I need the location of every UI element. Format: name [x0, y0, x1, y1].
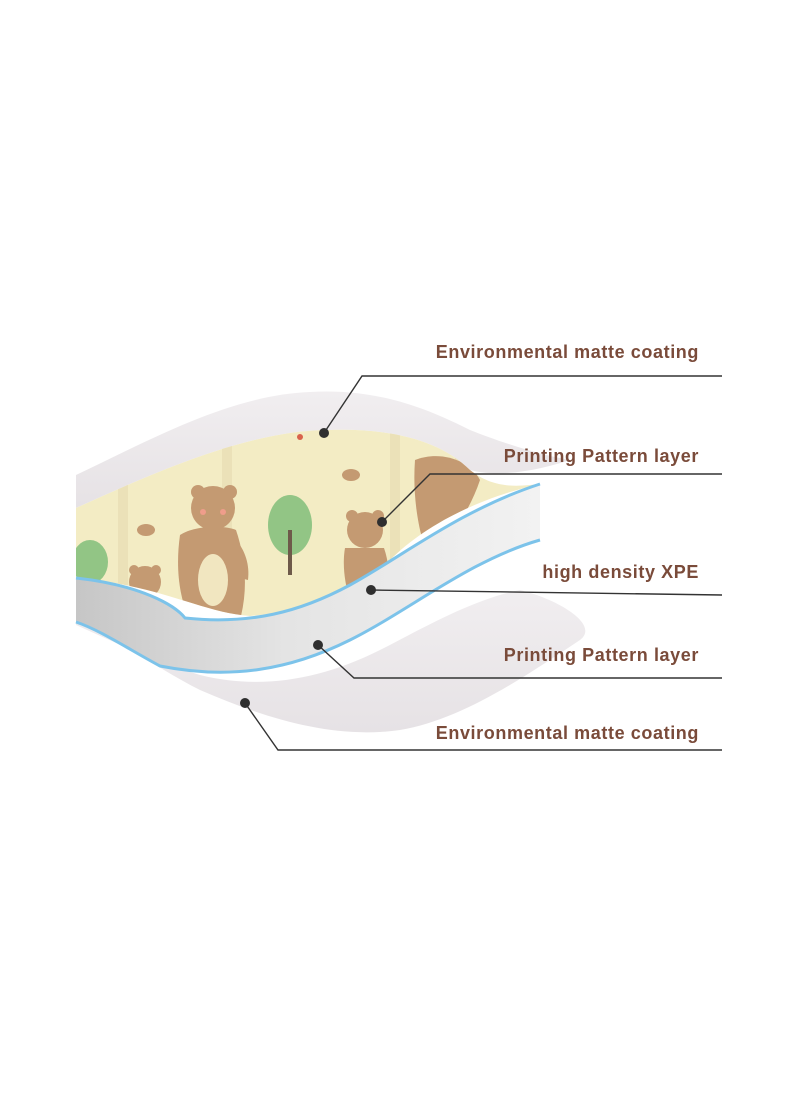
leader-line-5: [244, 702, 722, 751]
leader-dot-1: [319, 428, 329, 438]
leader-line-2: [381, 473, 722, 523]
xpe-foam-core: [76, 484, 540, 673]
bottom-blue-edge: [75, 538, 541, 674]
bird-illustration: [137, 434, 360, 536]
top-matte-coating: [76, 391, 570, 508]
leader-line-4: [317, 644, 722, 679]
leader-dot-2: [377, 517, 387, 527]
label-xpe-core: high density XPE: [542, 562, 699, 582]
top-blue-edge: [75, 482, 541, 622]
label-top-matte-coating: Environmental matte coating: [435, 342, 699, 362]
leader-dots: [240, 428, 387, 708]
leader-line-3: [370, 589, 723, 596]
label-top-pattern-layer: Printing Pattern layer: [503, 446, 699, 466]
leader-line-1: [323, 375, 722, 434]
leader-dot-5: [240, 698, 250, 708]
bottom-matte-coating: [76, 590, 586, 733]
leader-dot-4: [313, 640, 323, 650]
big-bear-illustration: [178, 485, 249, 616]
leader-lines: [244, 375, 723, 751]
leader-dot-3: [366, 585, 376, 595]
tree-illustration: [76, 495, 312, 584]
label-bottom-matte-coating: Environmental matte coating: [435, 723, 699, 743]
label-bottom-pattern-layer: Printing Pattern layer: [503, 645, 699, 665]
